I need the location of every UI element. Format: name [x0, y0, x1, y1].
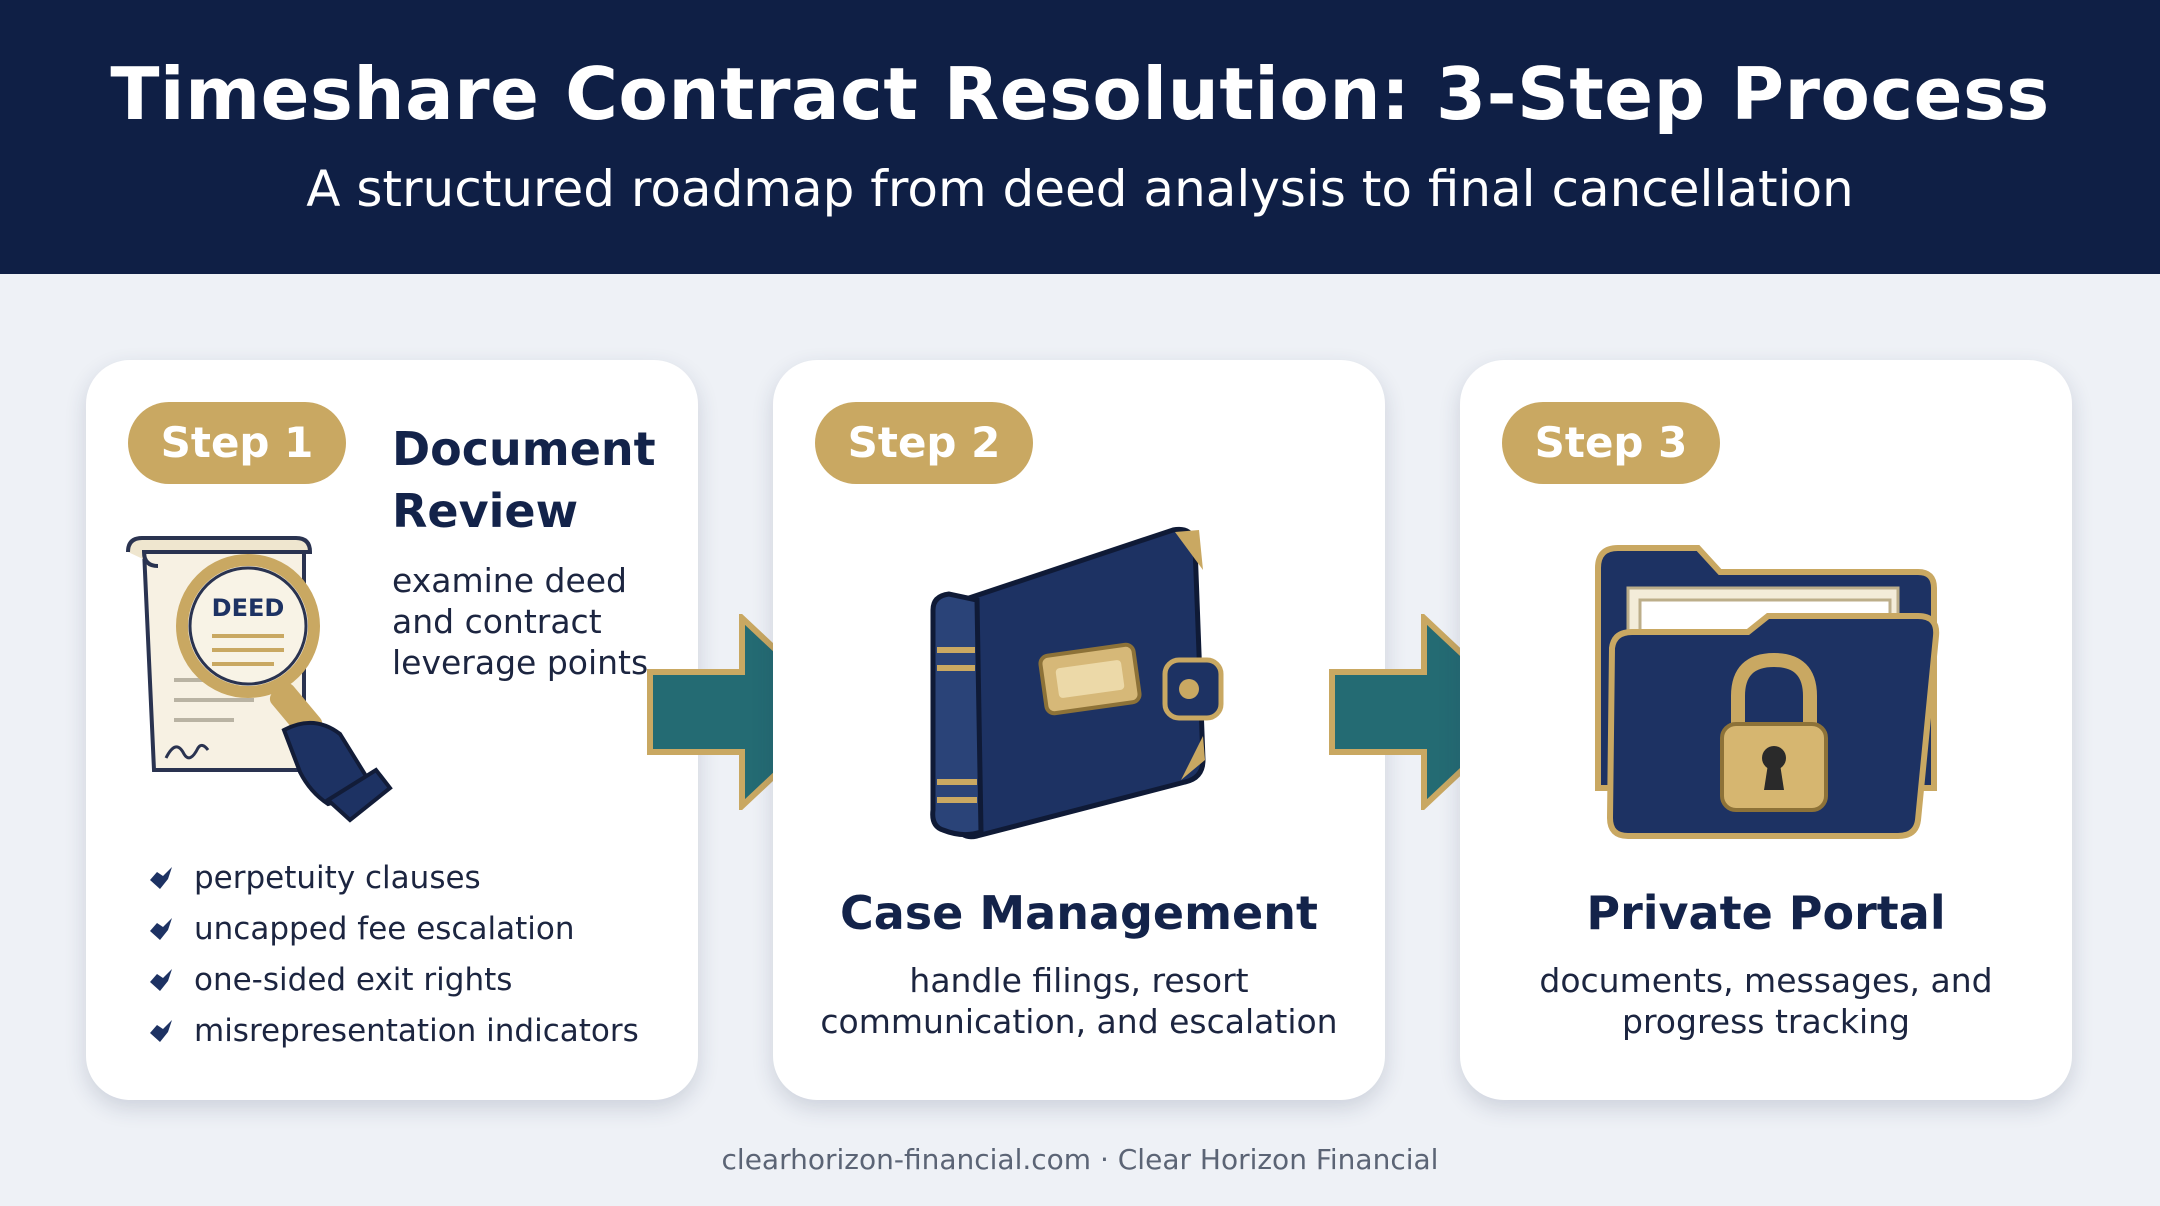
list-item: misrepresentation indicators [146, 1005, 639, 1056]
list-item: one-sided exit rights [146, 954, 639, 1005]
check-bullet-icon [150, 1019, 172, 1042]
magnifier-deed-icon: DEED [126, 536, 393, 823]
deed-label: DEED [212, 594, 285, 622]
step-card-2: Step 2 Case Management handle filings, r… [773, 360, 1385, 1100]
bullet-text: one-sided exit rights [194, 961, 513, 998]
step-badge-3: Step 3 [1502, 402, 1720, 484]
check-bullet-icon [150, 917, 172, 940]
step-title-2: Case Management [840, 886, 1318, 940]
step-card-1: Step 1 Document Review examine deed and … [86, 360, 698, 1100]
step-badge-1: Step 1 [128, 402, 346, 484]
step-description-2: handle filings, resort communication, an… [820, 961, 1338, 1041]
bullet-text: misrepresentation indicators [194, 1012, 639, 1049]
step-title-3: Private Portal [1586, 886, 1946, 940]
step-card-3: Step 3 Private Portal documents, message… [1460, 360, 2072, 1100]
step-badge-2: Step 2 [815, 402, 1033, 484]
step-title-1: Document Review [392, 422, 656, 538]
page-subtitle: A structured roadmap from deed analysis … [306, 160, 1854, 218]
check-bullet-icon [150, 968, 172, 991]
bullet-text: perpetuity clauses [194, 859, 481, 896]
step-description-3: documents, messages, and progress tracki… [1539, 961, 1993, 1041]
header-banner: Timeshare Contract Resolution: 3-Step Pr… [0, 0, 2160, 274]
step-description-1: examine deed and contract leverage point… [392, 561, 649, 682]
locked-folder-icon [1595, 545, 1940, 839]
footer-credit: clearhorizon-financial.com · Clear Horiz… [721, 1143, 1439, 1176]
leverage-point-list: perpetuity clauses uncapped fee escalati… [146, 852, 639, 1056]
check-bullet-icon [150, 866, 172, 889]
bullet-text: uncapped fee escalation [194, 910, 575, 947]
binder-icon [930, 526, 1224, 840]
list-item: perpetuity clauses [146, 852, 639, 903]
page-title: Timeshare Contract Resolution: 3-Step Pr… [110, 52, 2050, 136]
list-item: uncapped fee escalation [146, 903, 639, 954]
